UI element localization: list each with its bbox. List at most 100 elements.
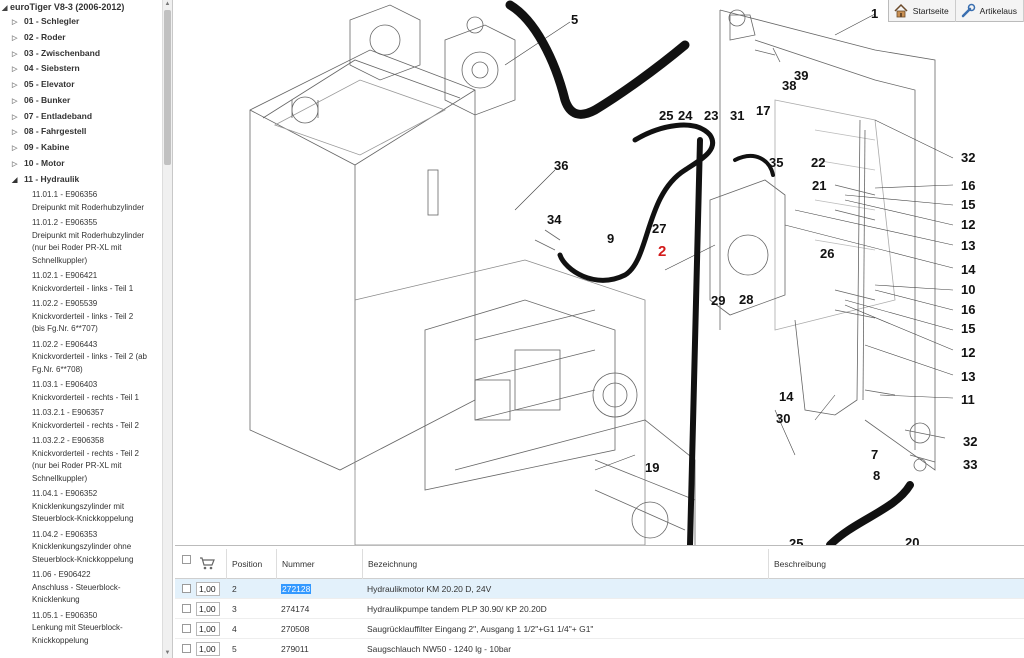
expand-arrow-icon[interactable]: ▷ — [12, 114, 18, 121]
quantity-input[interactable]: 1,00 — [196, 582, 220, 596]
part-callout[interactable]: 19 — [645, 460, 660, 475]
part-callout[interactable]: 5 — [571, 12, 579, 27]
expand-arrow-icon[interactable]: ▷ — [12, 145, 18, 152]
part-callout[interactable]: 34 — [547, 212, 562, 227]
part-callout[interactable]: 22 — [811, 155, 826, 170]
expand-arrow-icon[interactable]: ◢ — [2, 5, 8, 12]
tree-item[interactable]: ▷09 - Kabine — [12, 142, 69, 156]
tree-item[interactable]: ▷05 - Elevator — [12, 79, 75, 93]
part-callout[interactable]: 33 — [963, 457, 978, 472]
part-callout[interactable]: 13 — [961, 369, 976, 384]
selected-number[interactable]: 272128 — [281, 584, 312, 594]
part-callout[interactable]: 16 — [961, 302, 976, 317]
part-callout[interactable]: 14 — [779, 389, 794, 404]
expand-arrow-icon[interactable]: ▷ — [12, 129, 18, 136]
part-callout[interactable]: 2 — [658, 243, 667, 260]
part-callout[interactable]: 1 — [871, 6, 879, 21]
col-beschreibung[interactable]: Beschreibung — [768, 549, 1024, 579]
cart-icon[interactable] — [199, 556, 215, 570]
col-bezeichnung[interactable]: Bezeichnung — [362, 549, 768, 579]
quantity-input[interactable]: 1,00 — [196, 642, 220, 656]
part-callout[interactable]: 10 — [961, 282, 976, 297]
part-callout[interactable]: 12 — [961, 217, 976, 232]
part-callout[interactable]: 15 — [961, 197, 976, 212]
expand-arrow-icon[interactable]: ▷ — [12, 35, 18, 42]
col-position[interactable]: Position — [226, 549, 276, 579]
tree-root[interactable]: ◢euroTiger V8-3 (2006-2012) — [2, 2, 124, 12]
part-callout[interactable]: 11 — [961, 392, 975, 407]
expand-arrow-icon[interactable]: ▷ — [12, 161, 18, 168]
part-callout[interactable]: 39 — [794, 68, 809, 83]
part-callout[interactable]: 38 — [782, 78, 797, 93]
part-callout[interactable]: 32 — [961, 150, 976, 165]
col-nummer[interactable]: Nummer — [276, 549, 362, 579]
part-callout[interactable]: 36 — [554, 158, 569, 173]
row-checkbox[interactable] — [182, 604, 191, 613]
part-callout[interactable]: 14 — [961, 262, 976, 277]
tree-item[interactable]: ▷01 - Schlegler — [12, 16, 79, 30]
articles-button[interactable]: Artikelaus — [956, 0, 1024, 22]
part-callout[interactable]: 7 — [871, 447, 879, 462]
part-callout[interactable]: 28 — [739, 292, 754, 307]
scroll-down-icon[interactable]: ▼ — [164, 650, 171, 656]
part-callout[interactable]: 12 — [961, 345, 976, 360]
row-checkbox[interactable] — [182, 644, 191, 653]
part-callout[interactable]: 16 — [961, 178, 976, 193]
part-callout[interactable]: 17 — [756, 103, 771, 118]
tree-item[interactable]: ▷06 - Bunker — [12, 95, 70, 109]
quantity-input[interactable]: 1,00 — [196, 602, 220, 616]
part-callout[interactable]: 20 — [905, 535, 920, 545]
expand-arrow-icon[interactable]: ▷ — [12, 98, 18, 105]
part-callout[interactable]: 26 — [820, 246, 835, 261]
expand-arrow-icon[interactable]: ▷ — [12, 82, 18, 89]
part-callout[interactable]: 9 — [607, 231, 615, 246]
part-callout[interactable]: 8 — [873, 468, 881, 483]
scrollbar-thumb[interactable] — [164, 10, 171, 165]
tree-item[interactable]: ◢11 - Hydraulik — [12, 174, 79, 188]
start-button[interactable]: Startseite — [889, 0, 956, 22]
tree-item[interactable]: ▷04 - Siebstern — [12, 63, 80, 77]
tree-item[interactable]: ▷03 - Zwischenband — [12, 48, 100, 62]
part-callout[interactable]: 35 — [769, 155, 784, 170]
row-checkbox[interactable] — [182, 624, 191, 633]
part-callout[interactable]: 32 — [963, 434, 978, 449]
tree-item[interactable]: ▷08 - Fahrgestell — [12, 126, 86, 140]
tree-item[interactable]: ▷02 - Roder — [12, 32, 66, 46]
part-callout[interactable]: 23 — [704, 108, 719, 123]
expand-arrow-icon[interactable]: ▷ — [12, 19, 18, 26]
part-callout[interactable]: 15 — [961, 321, 976, 336]
part-callout[interactable]: 29 — [711, 293, 726, 308]
part-callout[interactable]: 13 — [961, 238, 976, 253]
part-callout[interactable]: 25 — [659, 108, 674, 123]
part-callout[interactable]: 21 — [812, 178, 827, 193]
expand-arrow-icon[interactable]: ▷ — [12, 51, 18, 58]
quantity-input[interactable]: 1,00 — [196, 622, 220, 636]
row-checkbox[interactable] — [182, 584, 191, 593]
tree-item[interactable]: ▷10 - Motor — [12, 158, 65, 172]
part-callout[interactable]: 30 — [776, 411, 791, 426]
tree-item[interactable]: ▷07 - Entladeband — [12, 111, 92, 125]
part-callout[interactable]: 31 — [730, 108, 745, 123]
part-callout[interactable]: 24 — [678, 108, 693, 123]
part-callout[interactable]: 25 — [789, 536, 804, 545]
collapse-arrow-icon[interactable]: ◢ — [12, 177, 18, 184]
part-callout[interactable]: 27 — [652, 221, 667, 236]
expand-arrow-icon[interactable]: ▷ — [12, 66, 18, 73]
select-all-checkbox[interactable] — [182, 555, 191, 564]
